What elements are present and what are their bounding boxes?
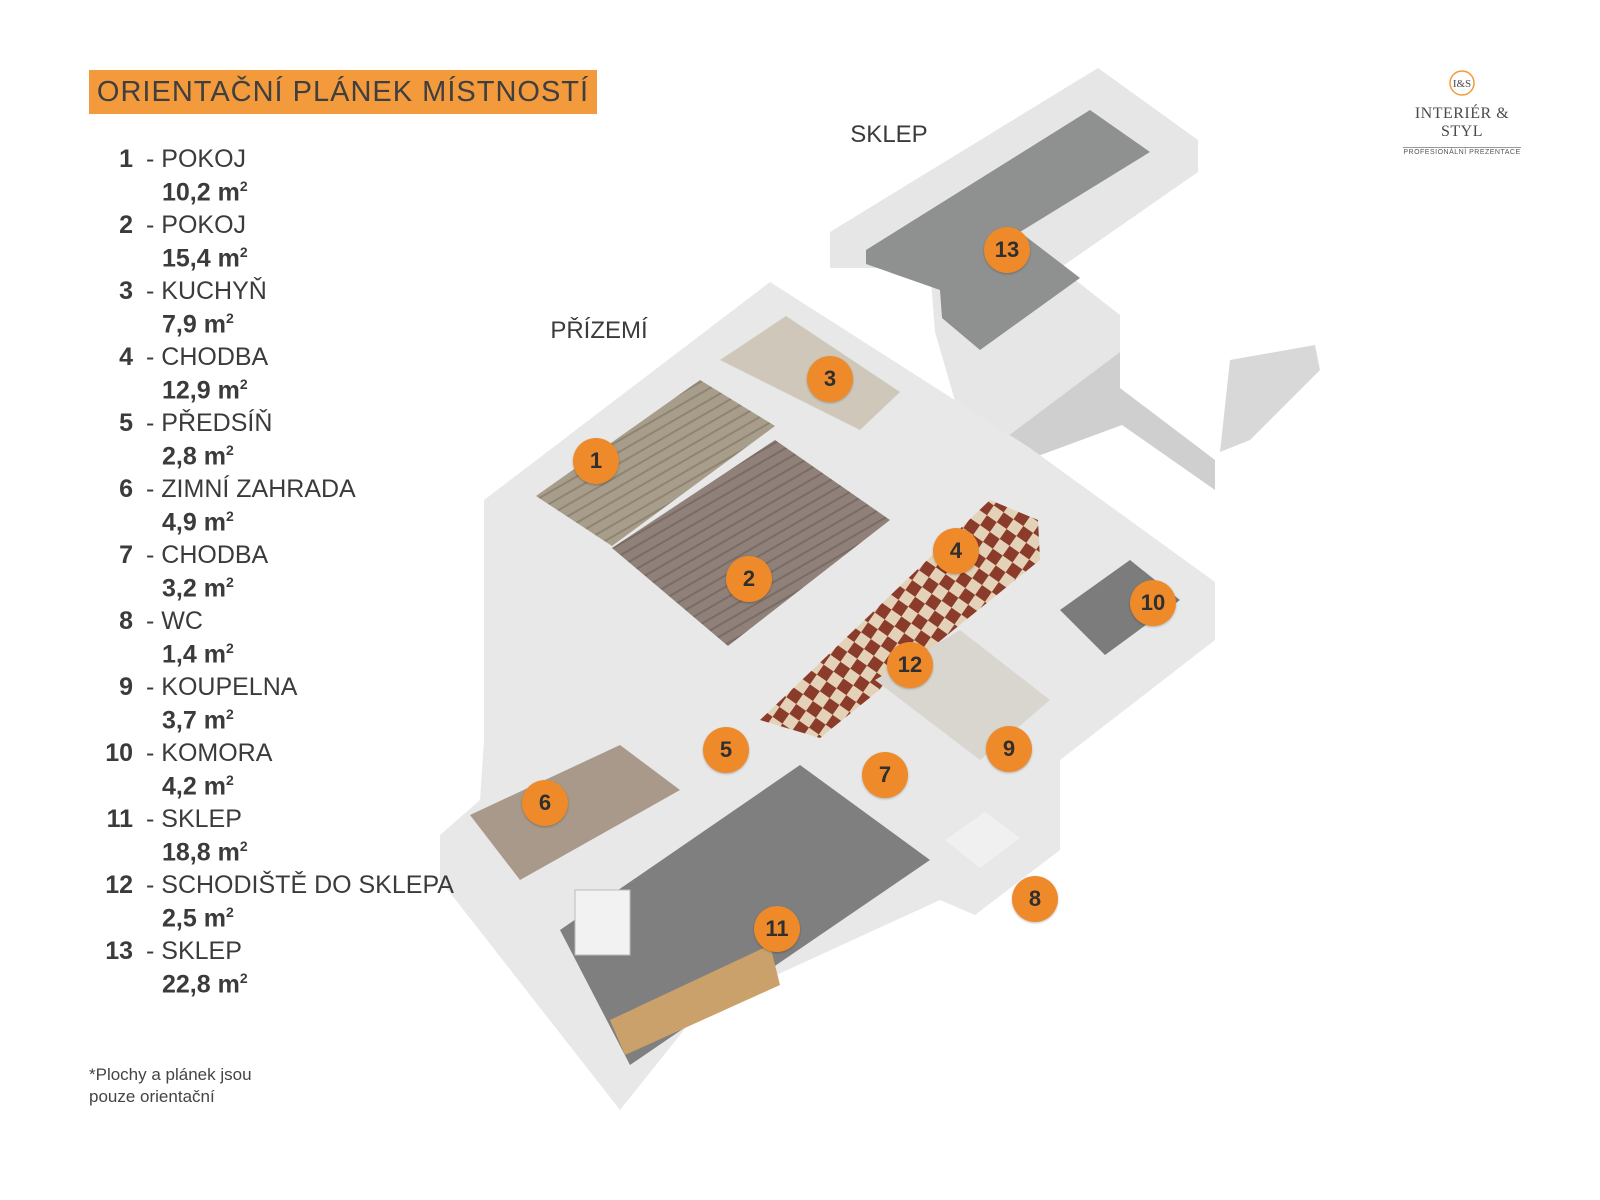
ground-floor-label: PŘÍZEMÍ (550, 317, 648, 344)
legend-number: 13 (105, 937, 133, 965)
room-marker-13: 13 (984, 227, 1030, 273)
legend-number: 6 (119, 475, 133, 503)
legend-item: 10 - KOMORA 4,2 m2 (92, 735, 452, 801)
svg-text:I&S: I&S (1453, 78, 1471, 90)
legend-room-name: - CHODBA (146, 343, 269, 371)
legend-room-name: - KOMORA (146, 739, 273, 767)
legend-number: 2 (119, 211, 133, 239)
room-marker-2: 2 (726, 556, 772, 602)
legend-item: 7 - CHODBA 3,2 m2 (92, 537, 452, 603)
logo-tagline: PROFESIONÁLNÍ PREZENTACE (1403, 147, 1521, 156)
legend-room-name: - PŘEDSÍŇ (146, 409, 273, 437)
legend-room-name: - SCHODIŠTĚ DO SKLEPA (146, 871, 454, 899)
legend-number: 11 (106, 805, 133, 833)
legend-number: 9 (119, 673, 133, 701)
legend-item: 13 - SKLEP 22,8 m2 (92, 933, 452, 999)
legend-room-name: - ZIMNÍ ZAHRADA (146, 475, 356, 503)
footnote: *Plochy a plánek jsou pouze orientační (89, 1065, 252, 1106)
room-marker-7: 7 (862, 752, 908, 798)
brand-logo: I&S INTERIÉR & STYL PROFESIONÁLNÍ PREZEN… (1392, 68, 1532, 159)
basement-label: SKLEP (850, 121, 927, 148)
legend-number: 4 (119, 343, 133, 371)
legend-room-area: 18,8 m2 (162, 838, 248, 867)
legend-number: 10 (105, 739, 133, 767)
legend-room-area: 22,8 m2 (162, 970, 248, 999)
legend-room-area: 4,9 m2 (162, 508, 234, 537)
legend-room-name: - SKLEP (146, 805, 242, 833)
room-legend: 1 - POKOJ 10,2 m2 2 - POKOJ 15,4 m2 3 - … (92, 141, 454, 999)
legend-number: 3 (119, 277, 133, 305)
legend-item: 4 - CHODBA 12,9 m2 (92, 339, 452, 405)
legend-room-area: 2,8 m2 (162, 442, 234, 471)
legend-room-name: - POKOJ (146, 211, 247, 239)
room-marker-10: 10 (1130, 580, 1176, 626)
legend-item: 8 - WC 1,4 m2 (92, 603, 452, 669)
legend-room-area: 3,2 m2 (162, 574, 234, 603)
room-marker-12: 12 (887, 642, 933, 688)
ground-floor-structure (440, 282, 1215, 1110)
room-marker-9: 9 (986, 726, 1032, 772)
legend-room-area: 2,5 m2 (162, 904, 234, 933)
page-title: ORIENTAČNÍ PLÁNEK MÍSTNOSTÍ (96, 75, 590, 108)
legend-room-name: - CHODBA (146, 541, 269, 569)
monogram-icon: I&S (1449, 70, 1475, 96)
legend-number: 7 (119, 541, 133, 569)
legend-room-area: 12,9 m2 (162, 376, 248, 405)
legend-room-area: 1,4 m2 (162, 640, 234, 669)
legend-room-name: - KOUPELNA (146, 673, 298, 701)
room-marker-3: 3 (807, 356, 853, 402)
legend-room-name: - KUCHYŇ (146, 277, 267, 305)
legend-room-area: 15,4 m2 (162, 244, 248, 273)
legend-number: 5 (119, 409, 133, 437)
room-marker-1: 1 (573, 438, 619, 484)
legend-number: 8 (119, 607, 133, 635)
legend-item: 5 - PŘEDSÍŇ 2,8 m2 (92, 405, 452, 471)
legend-item: 3 - KUCHYŇ 7,9 m2 (92, 273, 452, 339)
legend-number: 12 (105, 871, 133, 899)
legend-number: 1 (119, 145, 133, 173)
room-marker-11: 11 (754, 906, 800, 952)
legend-room-name: - WC (146, 607, 203, 635)
legend-room-name: - SKLEP (146, 937, 242, 965)
legend-room-area: 4,2 m2 (162, 772, 234, 801)
logo-name: INTERIÉR & STYL (1414, 105, 1510, 140)
room-marker-8: 8 (1012, 876, 1058, 922)
legend-item: 12 - SCHODIŠTĚ DO SKLEPA 2,5 m2 (92, 867, 454, 933)
page-title-bar: ORIENTAČNÍ PLÁNEK MÍSTNOSTÍ (89, 70, 597, 114)
legend-item: 9 - KOUPELNA 3,7 m2 (92, 669, 452, 735)
legend-item: 6 - ZIMNÍ ZAHRADA 4,9 m2 (92, 471, 452, 537)
legend-item: 1 - POKOJ 10,2 m2 (92, 141, 452, 207)
room-marker-4: 4 (933, 528, 979, 574)
legend-item: 2 - POKOJ 15,4 m2 (92, 207, 452, 273)
room-marker-5: 5 (703, 727, 749, 773)
room-marker-6: 6 (522, 780, 568, 826)
legend-room-area: 3,7 m2 (162, 706, 234, 735)
legend-room-area: 7,9 m2 (162, 310, 234, 339)
legend-item: 11 - SKLEP 18,8 m2 (92, 801, 452, 867)
legend-room-name: - POKOJ (146, 145, 247, 173)
legend-room-area: 10,2 m2 (162, 178, 248, 207)
